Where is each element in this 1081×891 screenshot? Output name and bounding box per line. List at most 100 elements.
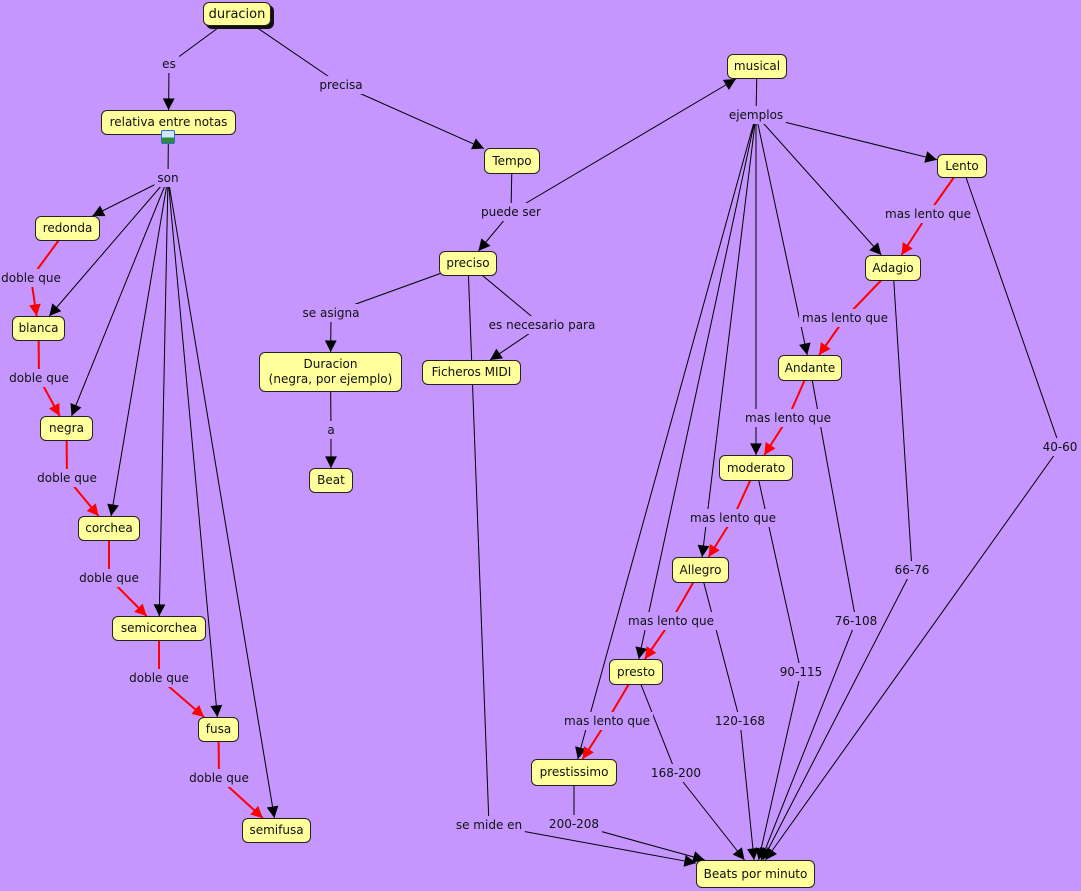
connection-line <box>167 177 218 718</box>
concept-fusa[interactable]: fusa <box>198 717 239 742</box>
concept-prestissimo[interactable]: prestissimo <box>531 759 617 786</box>
connection-line <box>755 114 808 356</box>
link-phrase-doble-que[interactable]: doble que <box>76 569 142 587</box>
arrowhead-icon <box>92 205 106 217</box>
concept-lento[interactable]: Lento <box>937 154 987 178</box>
arrowhead-icon <box>471 138 484 150</box>
link-phrase-range[interactable]: 76-108 <box>831 612 881 630</box>
connection-line <box>892 267 913 571</box>
concept-corchea[interactable]: corchea <box>78 516 140 541</box>
arrowhead-icon <box>325 456 337 468</box>
concept-duracion[interactable]: duracion <box>203 2 271 26</box>
concept-redonda[interactable]: redonda <box>35 216 100 241</box>
arrowhead-icon <box>49 303 62 316</box>
link-phrase-doble-que[interactable]: doble que <box>34 469 100 487</box>
arrowhead-icon <box>732 847 745 860</box>
link-phrase-range[interactable]: 200-208 <box>545 815 603 833</box>
arrowhead-icon <box>162 98 175 110</box>
connection-line <box>758 671 802 861</box>
concept-beat[interactable]: Beat <box>309 468 353 493</box>
link-phrase-es[interactable]: es <box>159 55 179 73</box>
connection-line <box>110 177 169 517</box>
link-phrase-puede-ser[interactable]: puede ser <box>478 203 544 221</box>
link-phrase-se-mide-en[interactable]: se mide en <box>452 816 526 834</box>
arrowhead-icon <box>324 340 337 352</box>
arrowhead-icon <box>635 646 648 659</box>
concept-musical[interactable]: musical <box>727 54 787 79</box>
arrowhead-icon <box>697 544 710 557</box>
connection-line <box>700 569 741 722</box>
concept-adagio[interactable]: Adagio <box>865 255 921 281</box>
arrowhead-icon <box>869 242 882 255</box>
link-phrase-mas-lento-que[interactable]: mas lento que <box>742 409 834 427</box>
link-phrase-range[interactable]: 168-200 <box>647 764 705 782</box>
connection-line <box>638 114 757 660</box>
connection-line <box>739 720 755 861</box>
link-phrase-doble-que[interactable]: doble que <box>6 369 72 387</box>
link-phrase-range[interactable]: 90-115 <box>776 663 826 681</box>
link-phrase-range[interactable]: 66-76 <box>891 561 933 579</box>
connection-line <box>765 446 1061 861</box>
arrowhead-icon <box>691 851 705 863</box>
concept-beats-por-minuto[interactable]: Beats por minuto <box>696 860 815 888</box>
arrowhead-icon <box>722 79 736 90</box>
concept-andante[interactable]: Andante <box>778 355 842 381</box>
link-phrase-mas-lento-que[interactable]: mas lento que <box>687 509 779 527</box>
arrowhead-icon <box>134 603 147 616</box>
arrowhead-icon <box>755 847 767 860</box>
link-phrase-range[interactable]: 40-60 <box>1039 438 1081 456</box>
connection-line <box>809 367 857 622</box>
link-phrase-es-necesario-para[interactable]: es necesario para <box>485 316 599 334</box>
link-phrase-mas-lento-que[interactable]: mas lento que <box>882 205 974 223</box>
arrowhead-icon <box>250 805 263 818</box>
link-phrase-doble-que[interactable]: doble que <box>186 769 252 787</box>
connection-line <box>675 772 745 861</box>
concept-presto[interactable]: presto <box>609 659 663 685</box>
concept-moderato[interactable]: moderato <box>719 455 793 481</box>
arrowhead-icon <box>683 855 696 867</box>
arrowhead-icon <box>107 503 119 516</box>
concept-negra[interactable]: negra <box>40 416 93 441</box>
link-phrase-se-asigna[interactable]: se asigna <box>299 304 363 322</box>
arrowhead-icon <box>901 242 913 255</box>
arrowhead-icon <box>70 403 82 416</box>
concept-preciso[interactable]: preciso <box>439 251 497 276</box>
connection-line <box>961 165 1061 448</box>
concept-duracion-negra[interactable]: Duracion (negra, por ejemplo) <box>259 352 402 392</box>
link-phrase-mas-lento-que[interactable]: mas lento que <box>625 612 717 630</box>
arrowhead-icon <box>29 303 41 316</box>
concept-tempo[interactable]: Tempo <box>484 148 540 174</box>
arrowhead-icon <box>750 443 762 455</box>
arrowhead-icon <box>799 342 811 355</box>
link-phrase-son[interactable]: son <box>154 169 182 187</box>
arrowhead-icon <box>708 544 720 557</box>
connection-line <box>167 177 275 819</box>
link-phrase-a[interactable]: a <box>324 421 338 439</box>
arrowhead-icon <box>819 342 831 355</box>
link-phrase-mas-lento-que[interactable]: mas lento que <box>561 712 653 730</box>
concept-blanca[interactable]: blanca <box>12 316 65 341</box>
connection-line <box>755 114 882 256</box>
concept-semicorchea[interactable]: semicorchea <box>112 616 206 641</box>
arrowhead-icon <box>582 746 594 759</box>
link-phrase-precisa[interactable]: precisa <box>316 76 366 94</box>
concept-allegro[interactable]: Allegro <box>672 557 729 583</box>
link-phrase-mas-lento-que[interactable]: mas lento que <box>799 309 891 327</box>
arrowhead-icon <box>478 238 491 251</box>
concept-semifusa[interactable]: semifusa <box>242 818 311 843</box>
connection-line <box>71 177 169 417</box>
link-phrase-doble-que[interactable]: doble que <box>126 669 192 687</box>
link-phrase-range[interactable]: 120-168 <box>711 712 769 730</box>
connection-line <box>510 78 737 213</box>
link-phrase-doble-que[interactable]: doble que <box>0 269 64 287</box>
image-attachment-icon[interactable] <box>161 130 175 144</box>
connection-line <box>48 177 169 317</box>
connection-line <box>760 620 857 861</box>
concept-ficheros-midi[interactable]: Ficheros MIDI <box>422 360 521 385</box>
arrowhead-icon <box>490 348 503 360</box>
link-phrase-ejemplos[interactable]: ejemplos <box>725 106 787 124</box>
arrowhead-icon <box>86 503 99 516</box>
arrowhead-icon <box>644 646 657 659</box>
